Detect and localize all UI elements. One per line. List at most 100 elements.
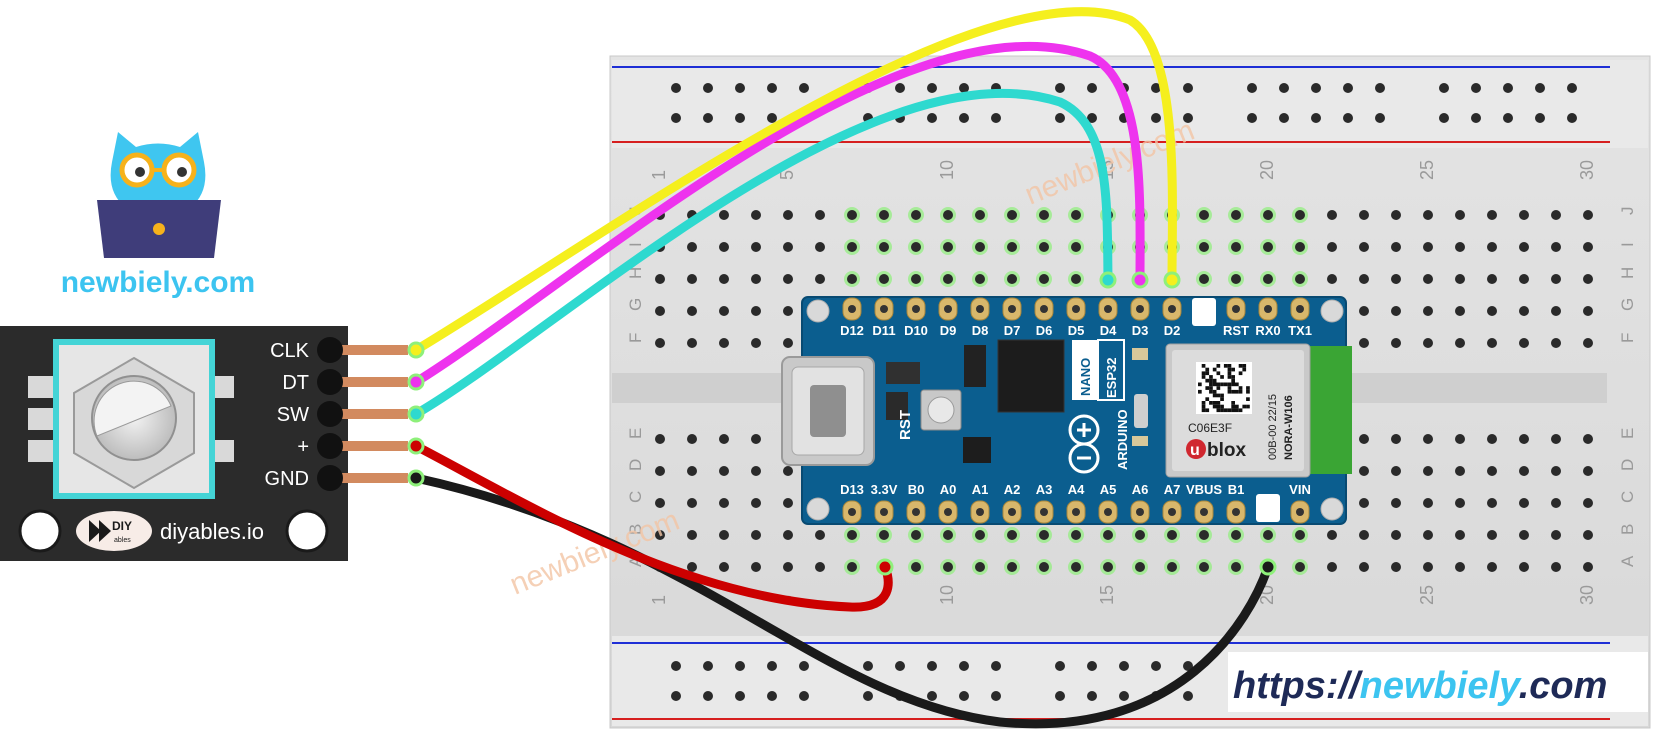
breadboard-hole [655,530,665,540]
board-pin-hole [1040,305,1048,313]
qr-cell [1212,378,1217,383]
rail-hole [1535,113,1545,123]
encoder-pin-lead [328,377,408,387]
qr-cell [1212,367,1217,372]
board-pin-hole [1168,508,1176,516]
board-pin-hole [1200,508,1208,516]
breadboard-hole [943,274,953,284]
qr-cell [1205,397,1210,401]
breadboard-hole [1167,562,1177,572]
board-pin-label: A3 [1036,482,1053,497]
rail-hole [767,113,777,123]
breadboard-hole [911,210,921,220]
qr-code [1196,362,1252,414]
qr-cell [1246,386,1250,390]
mount-hole [1320,299,1344,323]
encoder-pin-header [317,337,343,363]
rail-hole [703,691,713,701]
breadboard-hole [1455,530,1465,540]
rail-hole [799,661,809,671]
qr-cell [1205,378,1210,383]
rail-hole [1119,691,1129,701]
board-pin-hole [912,508,920,516]
rail-hole [1503,113,1513,123]
row-letter: D [1618,459,1637,471]
breadboard-hole [783,274,793,284]
breadboard-hole [751,466,761,476]
board-pin-label: A7 [1164,482,1181,497]
qr-cell [1209,375,1213,379]
qr-cell [1216,404,1221,409]
breadboard-hole [1423,274,1433,284]
breadboard-hole [911,242,921,252]
breadboard-hole [1199,274,1209,284]
wire-end [407,469,425,487]
breadboard-hole [975,274,985,284]
breadboard-hole [1583,434,1593,444]
breadboard-hole [1199,562,1209,572]
breadboard-hole [911,530,921,540]
rail-hole [1183,661,1193,671]
rail-hole [1087,113,1097,123]
encoder-pin-lead [328,345,408,355]
breadboard-hole [1487,466,1497,476]
qr-cell [1231,375,1235,379]
ublox-brand: blox [1207,440,1246,461]
breadboard-hole [751,530,761,540]
row-letter: B [1618,524,1637,535]
rail-hole [767,83,777,93]
rail-hole [959,113,969,123]
breadboard-hole [1231,210,1241,220]
breadboard-hole [783,210,793,220]
diyables-badge [76,511,152,551]
breadboard-hole [1551,466,1561,476]
row-letter: F [1618,333,1637,343]
qr-cell [1205,367,1210,372]
breadboard-hole [975,210,985,220]
encoder-pin-header [317,401,343,427]
qr-cell [1220,397,1224,401]
qr-cell [1246,389,1250,394]
board-pin-hole [1232,305,1240,313]
rail-hole [1503,83,1513,93]
breadboard-hole [1455,434,1465,444]
wire-end [407,373,425,391]
nano-label-box [1072,340,1098,400]
wire-end [1099,271,1117,289]
qr-cell [1231,404,1235,409]
logo-text: newbiely.com [61,266,256,299]
rail-hole [895,661,905,671]
qr-cell [1201,371,1206,376]
breadboard-hole [783,242,793,252]
breadboard-hole [1071,242,1081,252]
board-pin-label: D11 [872,323,895,338]
qr-cell [1246,397,1250,401]
reset-button[interactable] [927,396,955,424]
crystal [1134,394,1148,428]
diyables-badge-top: DIY [112,519,132,533]
board-pin-label: D2 [1164,323,1181,338]
breadboard-hole [655,274,665,284]
qr-cell [1246,404,1250,409]
pin-gap-marker [1256,494,1280,522]
module-id-1: 00B-00 22/15 [1267,394,1279,460]
breadboard-hole [751,306,761,316]
breadboard-hole [879,210,889,220]
breadboard-hole [1551,338,1561,348]
row-letter: E [1618,428,1637,439]
qr-cell [1212,393,1217,398]
rail-hole [1311,113,1321,123]
usb-c-port [810,385,846,437]
board-pin-hole [880,508,888,516]
breadboard-hole [1487,562,1497,572]
breadboard-hole [687,434,697,444]
breadboard-hole [1391,274,1401,284]
column-number: 1 [649,595,669,605]
qr-cell [1235,389,1239,394]
breadboard-hole [1455,242,1465,252]
board-pin-label: D13 [840,482,864,497]
breadboard-hole [1423,498,1433,508]
site-url[interactable]: https://newbiely.com [1233,665,1607,707]
url-prefix: https:// [1233,665,1363,707]
